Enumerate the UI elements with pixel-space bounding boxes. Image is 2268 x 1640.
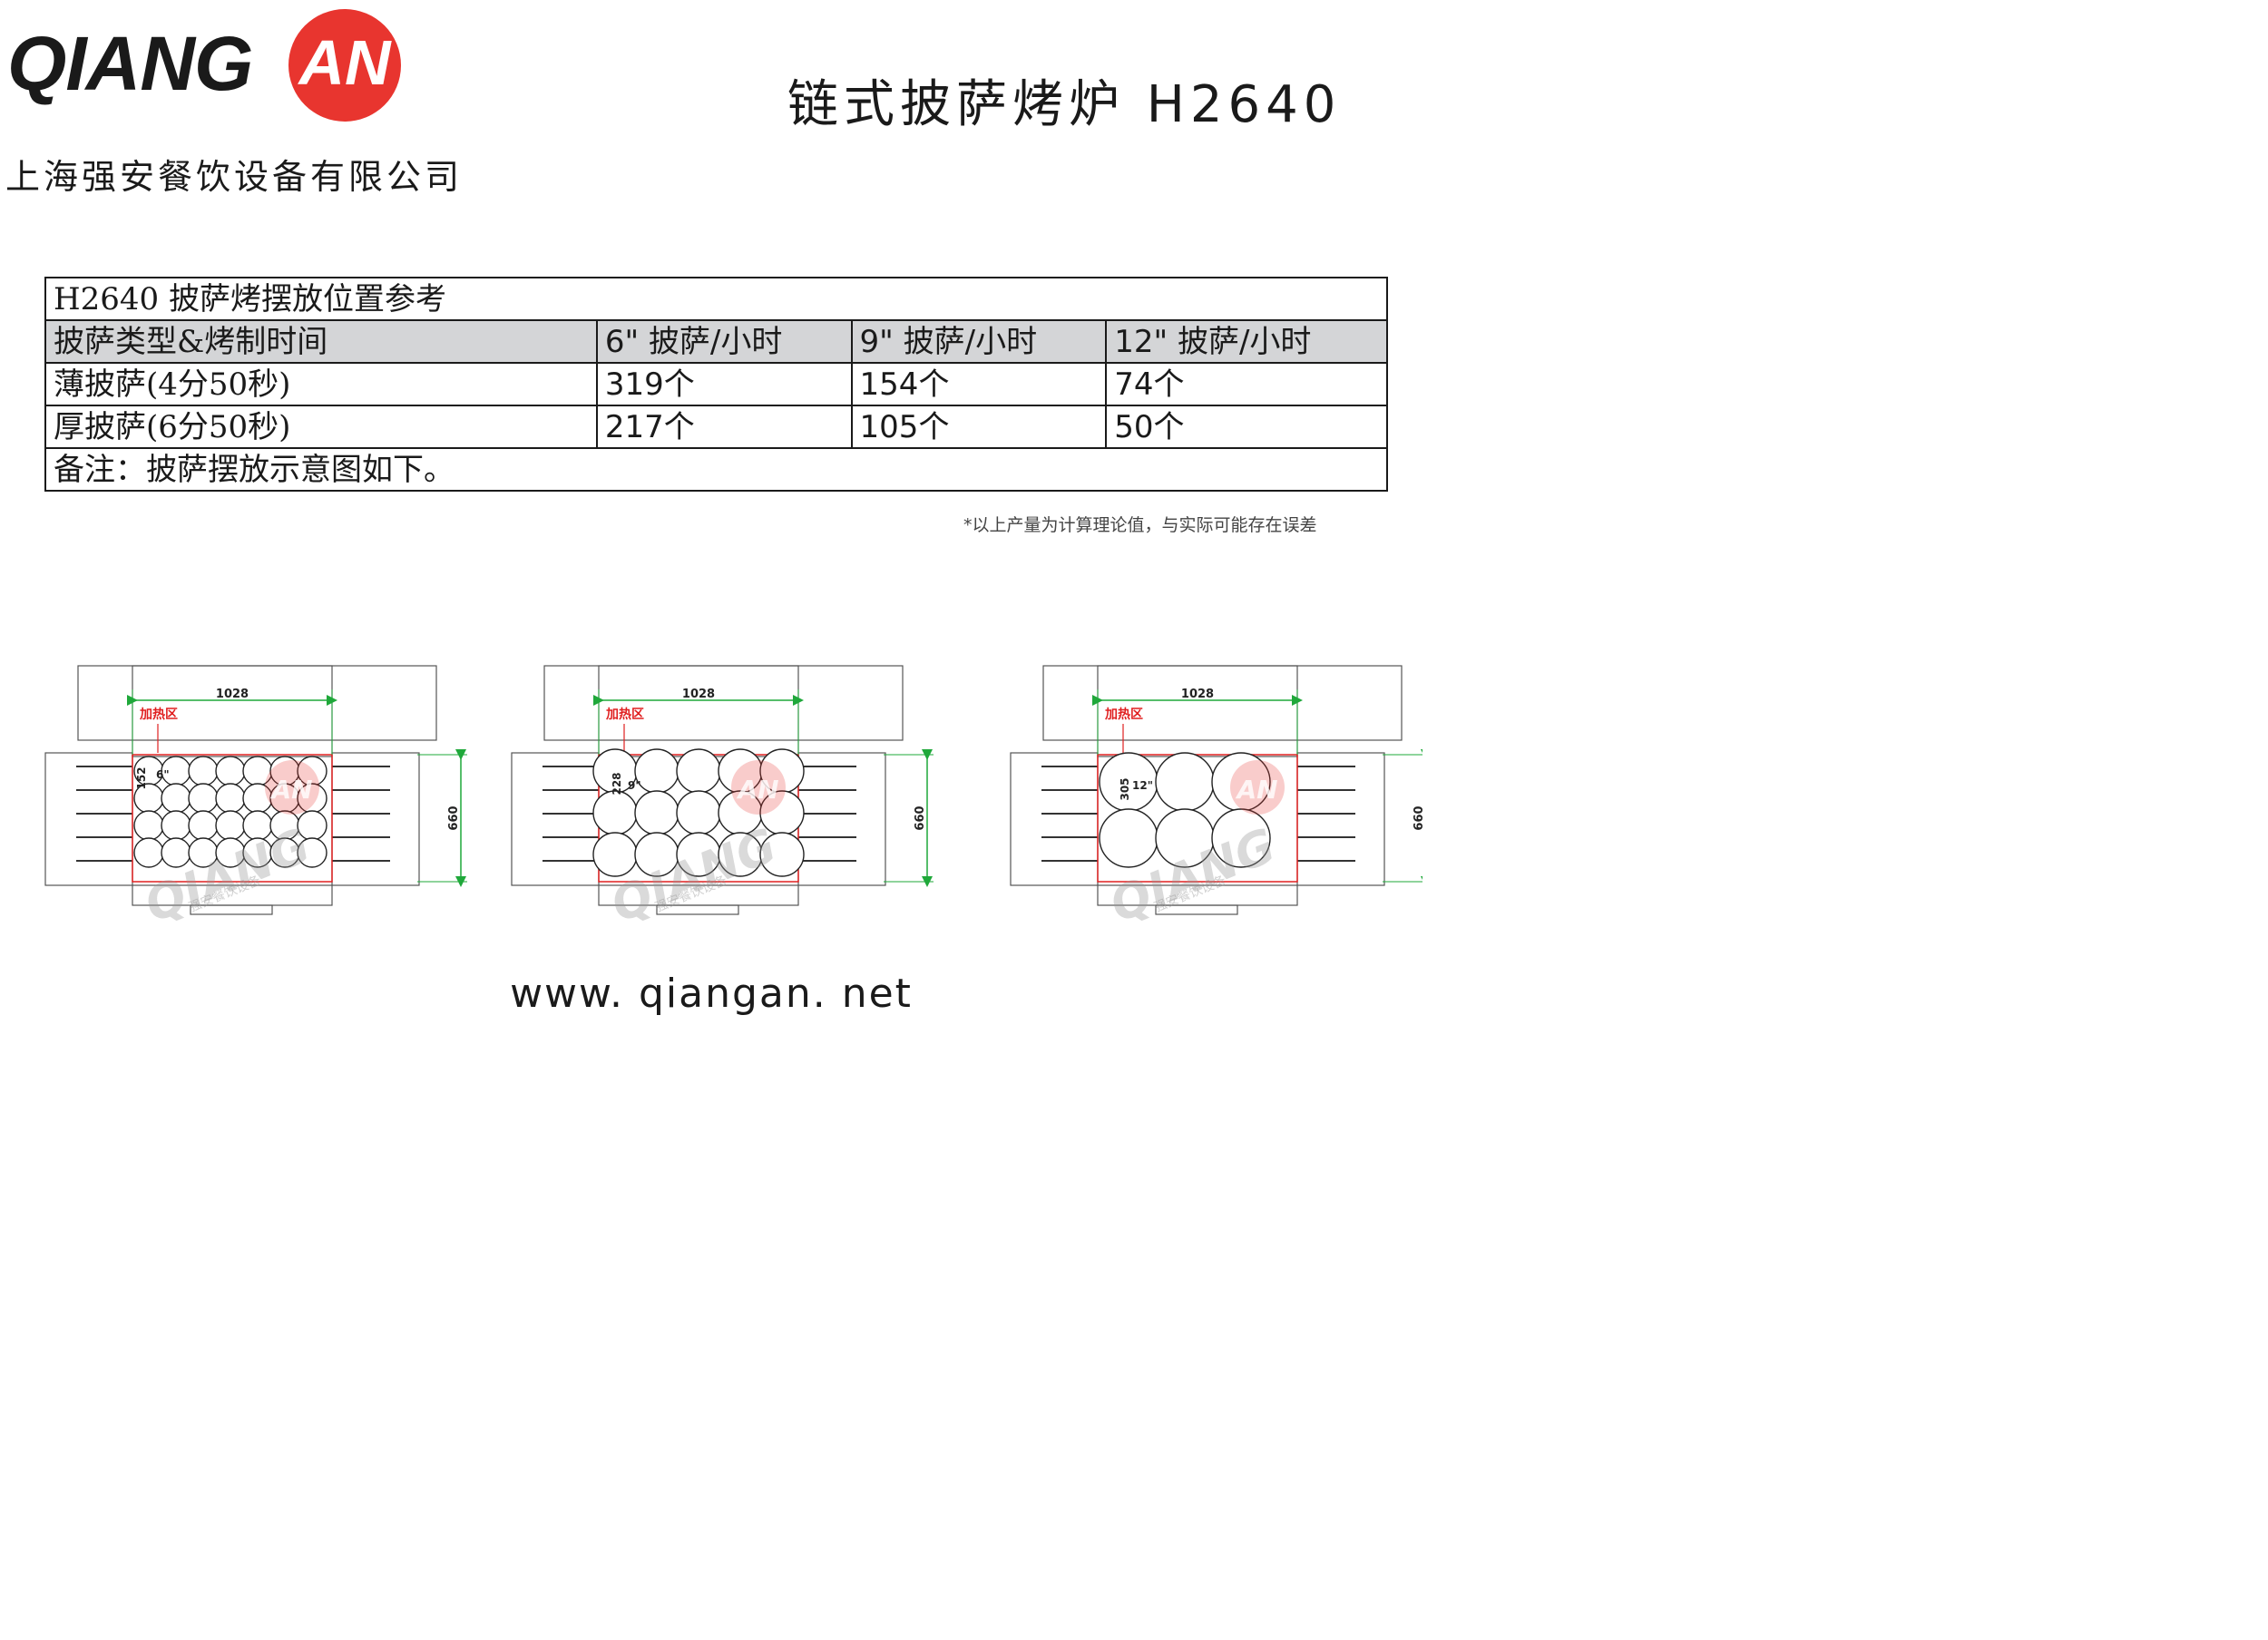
- logo-badge-circle: [288, 9, 401, 122]
- watermark-badge-text: AN: [736, 775, 778, 805]
- table-cell: 154个: [850, 362, 1108, 406]
- conveyor-left: [511, 752, 600, 886]
- website-url: www. qiangan. net: [510, 971, 913, 1017]
- table-cell: 74个: [1105, 362, 1388, 406]
- pizza-circle: [188, 756, 219, 786]
- pizza-layout-diagrams: 1028660加热区6"152QIANGAN强安餐饮设备1028660加热区9"…: [44, 665, 1422, 925]
- table-title: H2640 披萨烤摆放位置参考: [44, 277, 1388, 321]
- company-name: 上海强安餐饮设备有限公司: [5, 157, 464, 197]
- conveyor-left: [44, 752, 133, 886]
- table-row: 薄披萨(4分50秒) 319个 154个 74个: [44, 362, 1388, 406]
- pizza-circle: [676, 790, 721, 835]
- depth-label: 660: [1413, 805, 1422, 830]
- pizza-circle: [1155, 752, 1215, 812]
- pizza-circle: [1211, 808, 1271, 868]
- pizza-circle: [592, 832, 638, 877]
- watermark-badge: [1230, 760, 1285, 815]
- pizza-circle: [188, 810, 219, 841]
- table-cell: 50个: [1105, 405, 1388, 449]
- pizza-circle: [188, 783, 219, 814]
- table-header-type: 披萨类型&烤制时间: [44, 319, 598, 364]
- logo-badge-text: AN: [298, 27, 391, 98]
- table-header-9in: 9" 披萨/小时: [850, 319, 1108, 364]
- table-cell: 厚披萨(6分50秒): [44, 405, 598, 449]
- disclaimer-note: *以上产量为计算理论值，与实际可能存在误差: [963, 515, 1317, 535]
- pizza-circle: [1099, 808, 1158, 868]
- width-label: 1028: [216, 688, 249, 701]
- table-header-12in: 12" 披萨/小时: [1105, 319, 1388, 364]
- depth-label: 660: [447, 805, 461, 830]
- product-title: 链式披萨烤炉 H2640: [787, 75, 1342, 134]
- pizza-dim-label: 152: [135, 766, 148, 789]
- pizza-circle: [297, 837, 327, 868]
- table-cell: 217个: [595, 405, 853, 449]
- table-row: 厚披萨(6分50秒) 217个 105个 50个: [44, 405, 1388, 449]
- pizza-dim-label: 228: [611, 772, 623, 795]
- pizza-dim-label: 305: [1119, 777, 1131, 800]
- pizza-size-label: 6": [156, 768, 170, 781]
- pizza-circle: [133, 837, 164, 868]
- table-header-6in: 6" 披萨/小时: [595, 319, 853, 364]
- pizza-circle: [634, 790, 679, 835]
- pizza-size-label: 12": [1132, 779, 1153, 792]
- reference-table: H2640 披萨烤摆放位置参考 披萨类型&烤制时间 6" 披萨/小时 9" 披萨…: [44, 277, 1388, 492]
- zone-label: 加热区: [139, 707, 178, 722]
- oven-hood: [1042, 665, 1403, 741]
- conveyor-left: [1010, 752, 1099, 886]
- pizza-circle: [161, 783, 191, 814]
- pizza-circle: [592, 790, 638, 835]
- pizza-circle: [133, 810, 164, 841]
- oven-foot: [656, 904, 739, 915]
- conveyor-right: [1296, 752, 1385, 886]
- zone-label: 加热区: [1104, 707, 1143, 722]
- watermark-badge: [265, 760, 319, 815]
- zone-label: 加热区: [605, 707, 644, 722]
- oven-foot: [190, 904, 273, 915]
- pizza-circle: [161, 810, 191, 841]
- heating-zone: [132, 754, 333, 883]
- pizza-circle: [634, 748, 679, 794]
- watermark-badge: [731, 760, 786, 815]
- table-cell: 105个: [850, 405, 1108, 449]
- pizza-circle: [676, 748, 721, 794]
- conveyor-right: [797, 752, 886, 886]
- oven-foot: [1155, 904, 1238, 915]
- table-cell: 薄披萨(4分50秒): [44, 362, 598, 406]
- table-cell: 319个: [595, 362, 853, 406]
- pizza-circle: [215, 756, 246, 786]
- heating-zone: [1097, 754, 1298, 883]
- oven-hood: [77, 665, 437, 741]
- table-remark: 备注：披萨摆放示意图如下。: [44, 447, 1388, 492]
- watermark-badge-text: AN: [1235, 775, 1277, 805]
- width-label: 1028: [682, 688, 715, 701]
- depth-label: 660: [914, 805, 927, 830]
- logo-wordmark: QIANG: [7, 21, 253, 106]
- pizza-circle: [215, 810, 246, 841]
- oven-hood: [543, 665, 904, 741]
- pizza-circle: [215, 783, 246, 814]
- conveyor-right: [331, 752, 420, 886]
- pizza-size-label: 9": [628, 779, 641, 792]
- pizza-circle: [759, 832, 805, 877]
- width-label: 1028: [1181, 688, 1214, 701]
- watermark-badge-text: AN: [269, 775, 312, 805]
